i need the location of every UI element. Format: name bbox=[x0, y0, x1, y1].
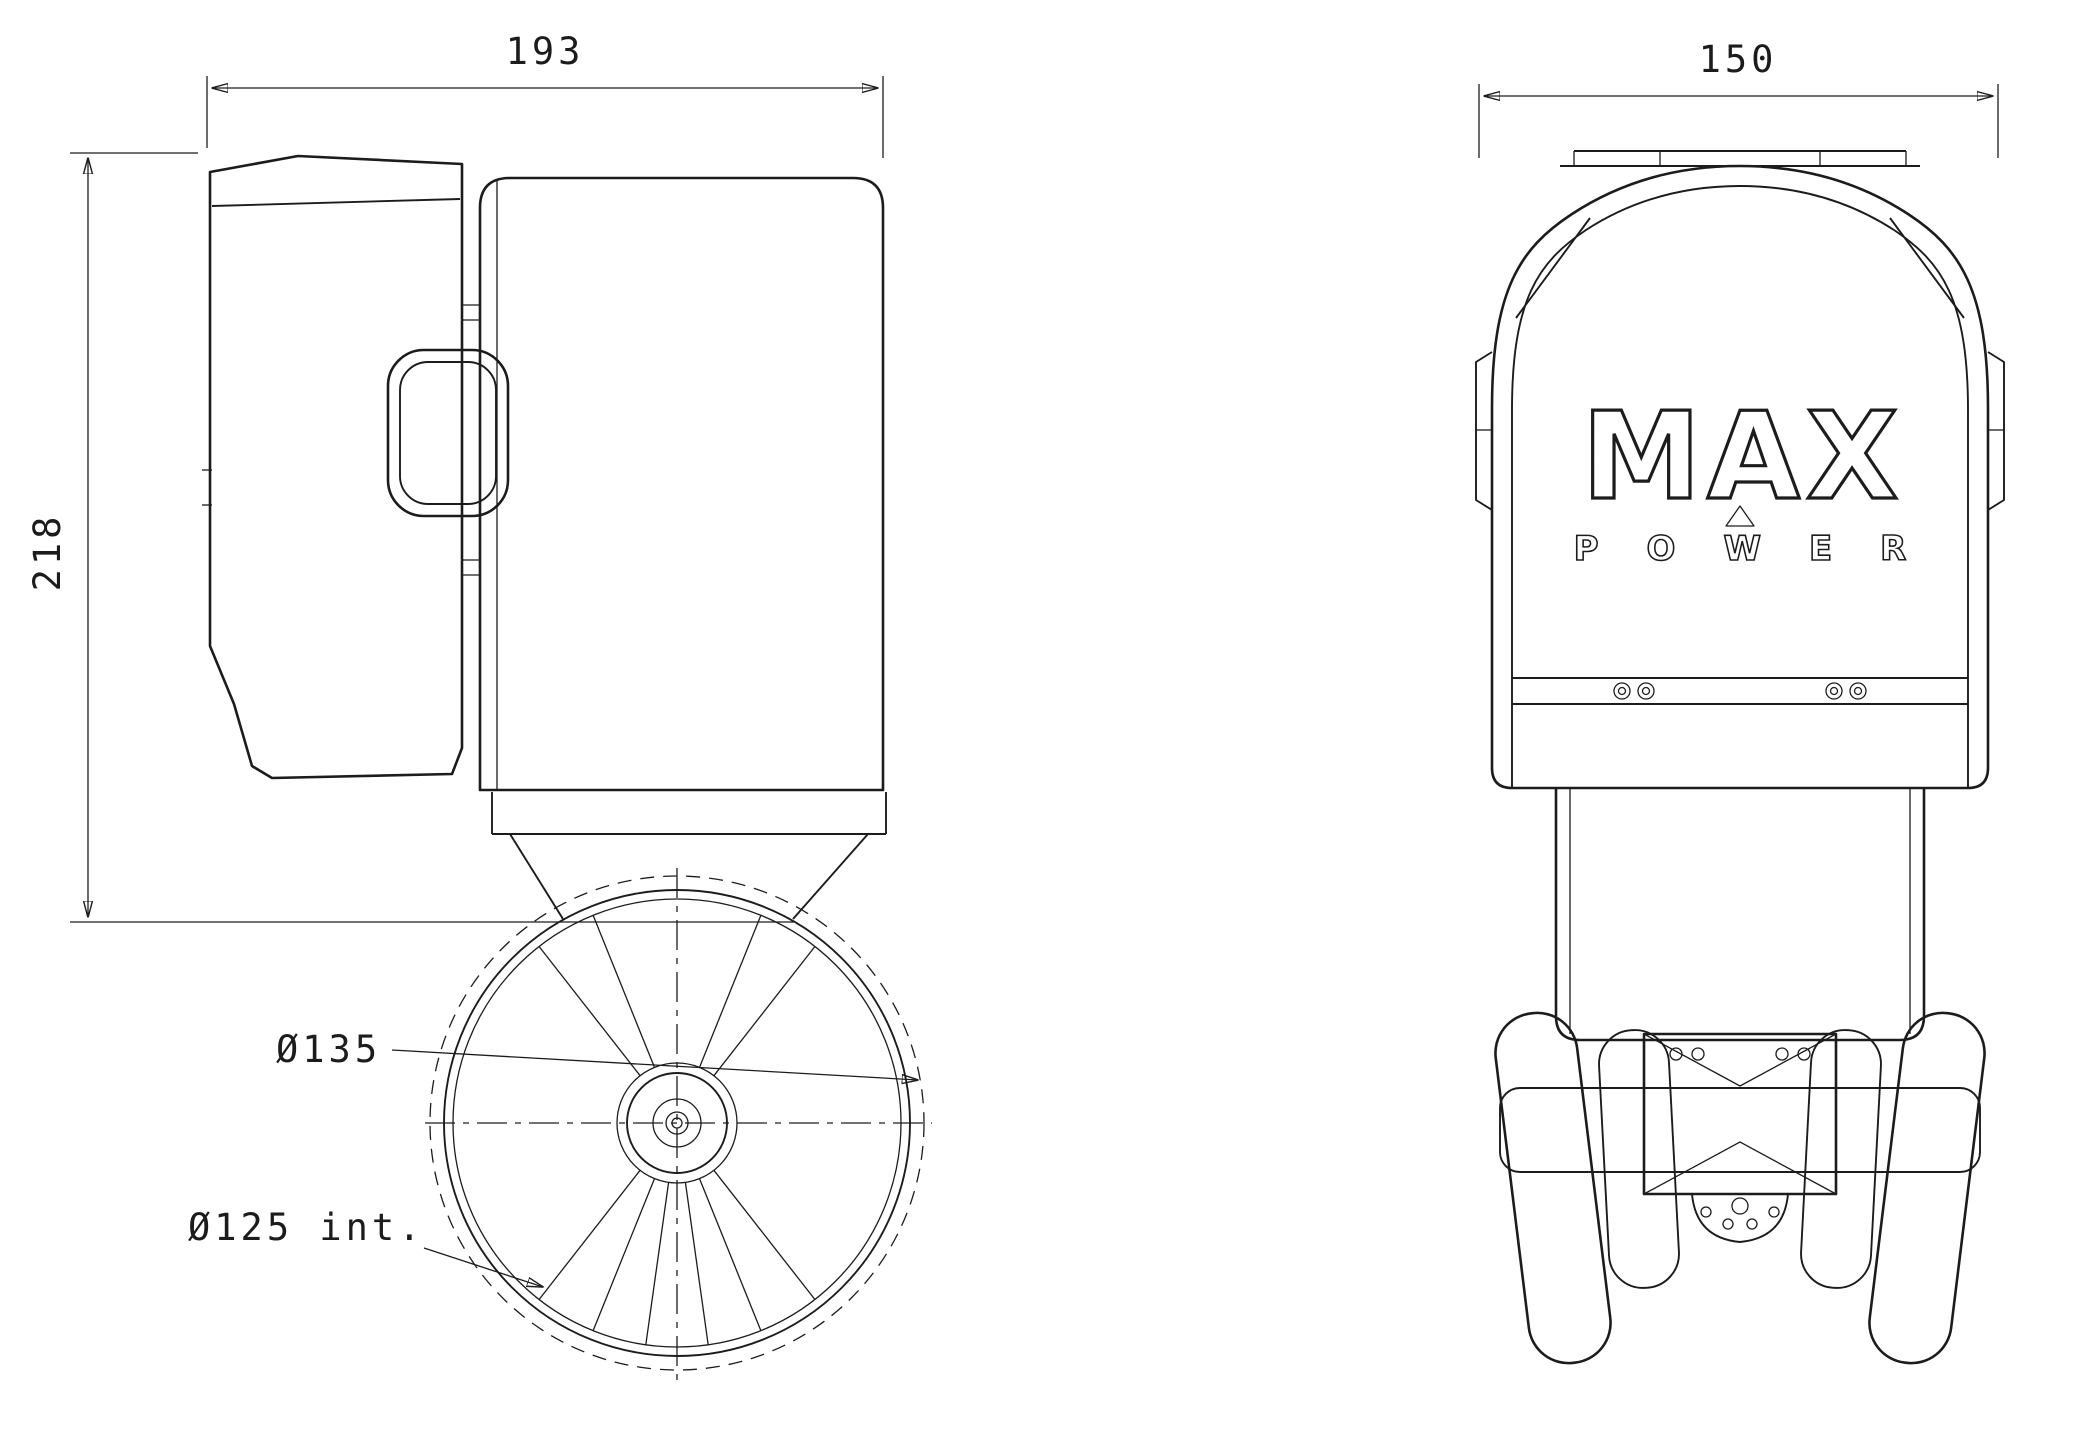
side-width-dimension: 193 bbox=[206, 30, 884, 158]
gear-housing-front bbox=[1642, 1032, 1838, 1196]
tunnel-inner-diameter-callout: Ø125 int. bbox=[188, 1206, 543, 1287]
side-view: 193 218 bbox=[26, 30, 932, 1382]
tunnel-flange-side bbox=[491, 792, 887, 920]
side-height-dimension-label: 218 bbox=[26, 513, 69, 592]
side-tab-left bbox=[1475, 351, 1493, 511]
tunnel-outer-diameter-label: Ø135 bbox=[276, 1028, 381, 1071]
brand-logo: MAX POWER bbox=[1573, 386, 1955, 569]
handle-side bbox=[386, 348, 510, 518]
propeller-blades-right bbox=[1800, 1011, 1986, 1365]
side-width-dimension-label: 193 bbox=[506, 30, 585, 73]
front-width-dimension-label: 150 bbox=[1699, 38, 1778, 81]
gear-cap-front bbox=[1691, 1193, 1789, 1243]
propeller-assembly-front bbox=[1494, 1011, 1986, 1365]
cross-tube bbox=[1499, 1087, 1981, 1173]
tunnel-outer-diameter-callout: Ø135 bbox=[276, 1028, 918, 1080]
centerlines-side bbox=[425, 868, 932, 1382]
side-height-dimension: 218 bbox=[26, 152, 795, 923]
logo-triangle-icon bbox=[1725, 505, 1755, 527]
front-view: 150 MAX POW bbox=[1475, 38, 2005, 1365]
front-width-dimension: 150 bbox=[1478, 38, 1999, 158]
logo-max-text: MAX bbox=[1582, 388, 1905, 527]
gearleg-body-side bbox=[478, 176, 885, 792]
tunnel-inner-diameter-label: Ø125 int. bbox=[188, 1206, 424, 1249]
propeller-blades-left bbox=[1494, 1011, 1680, 1365]
motor-body-side bbox=[202, 154, 480, 780]
logo-power-text: POWER bbox=[1574, 529, 1955, 569]
side-tab-right bbox=[1987, 351, 2005, 511]
motor-cover-front bbox=[1490, 150, 1990, 790]
lower-housing-front bbox=[1554, 788, 1926, 1042]
fastener-band bbox=[1512, 677, 1968, 705]
